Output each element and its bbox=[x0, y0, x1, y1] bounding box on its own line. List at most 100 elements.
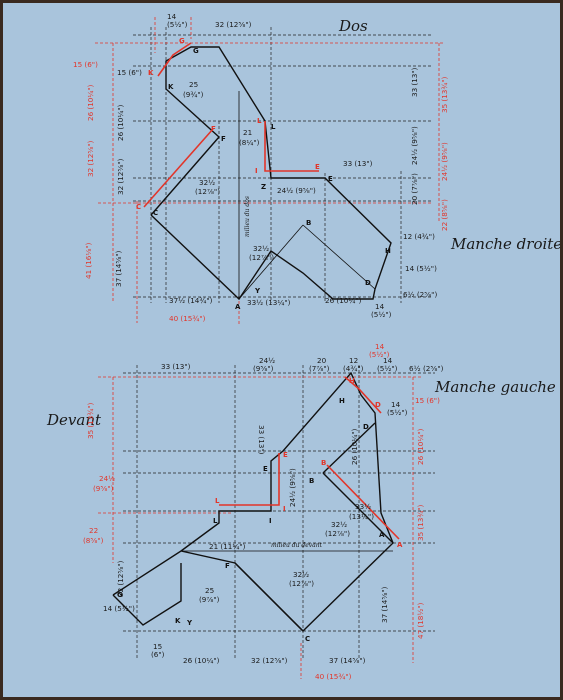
dos-pt-A: A bbox=[235, 303, 241, 311]
devant-dim-33v: 33½ bbox=[355, 502, 371, 511]
devant-dim-37-bottom: 37 (14⅝") bbox=[329, 656, 366, 665]
devant-dim-21: 21 (11¼") bbox=[209, 542, 246, 551]
devant-red-40: 40 (15¾") bbox=[315, 672, 352, 681]
dos-red-22: 22 (8⅝") bbox=[440, 199, 449, 231]
dos-red-24: 24½ (9⅝") bbox=[440, 142, 449, 181]
devant-caption-milieu: milieu du devant bbox=[271, 542, 323, 549]
title-manche-gauche: Manche gauche bbox=[434, 378, 556, 396]
title-devant: Devant bbox=[46, 411, 102, 429]
dos-dim-6: 6½ (2⅝") bbox=[403, 290, 437, 299]
dos-dim-21-inch: (8¼") bbox=[239, 138, 260, 147]
devant-pt-I: I bbox=[269, 517, 272, 525]
devant-dim-25: 25 bbox=[205, 586, 214, 595]
dos-dim-25: 25 bbox=[189, 80, 198, 89]
dos-dim-32v-inch: (12⅞") bbox=[249, 253, 274, 262]
dos-dim-25-inch: (9¾") bbox=[183, 90, 204, 99]
dos-dim-32-top: 32 (12⅝") bbox=[215, 20, 252, 29]
dos-pt-I-red: I bbox=[255, 167, 258, 175]
devant-pt-D-red: D bbox=[375, 401, 381, 409]
devant-pt-K: K bbox=[175, 617, 181, 625]
dos-pt-K: K bbox=[168, 83, 174, 91]
devant-dim-12: 12 bbox=[349, 356, 358, 365]
devant-pattern: G K Y F C A A B B D D H H E E L L I I mi… bbox=[83, 342, 444, 681]
dos-pt-C: C bbox=[153, 209, 158, 217]
dos-pt-G-red: G bbox=[179, 37, 185, 45]
devant-dim-20-inch: (7⅞") bbox=[309, 364, 330, 373]
dos-pt-G: G bbox=[193, 47, 199, 55]
dos-pattern: C C F F K K G G L L I Z E E B H D A Y mi… bbox=[73, 12, 449, 325]
dos-dim-32h-inch: (12⅞") bbox=[195, 187, 220, 196]
devant-red-22: 22 bbox=[89, 526, 98, 535]
dos-pt-B: B bbox=[306, 219, 311, 227]
devant-dim-33v-inch: (13¼") bbox=[349, 512, 374, 521]
devant-dim-37-vert: 37 (14⅝") bbox=[380, 586, 389, 623]
dos-dim-24-h: 24½ (9⅝") bbox=[277, 186, 316, 195]
title-manche-droite: Manche droite bbox=[450, 235, 560, 253]
devant-dim-32-left: 32 (12⅝") bbox=[116, 560, 125, 597]
dos-caption-milieu: milieu du dos bbox=[244, 196, 251, 237]
dos-dim-21: 21 bbox=[243, 128, 252, 137]
devant-dim-15: 15 bbox=[153, 642, 162, 651]
dos-red-26: 26 (10¼") bbox=[86, 84, 95, 121]
devant-dim-6-inch: (2⅝") bbox=[423, 364, 444, 373]
devant-red-24-inch: (9⅝") bbox=[93, 484, 114, 493]
devant-pt-B: B bbox=[309, 477, 314, 485]
devant-red-35-left: 35 (13¾") bbox=[86, 402, 95, 439]
dos-dim-33-bottom: 33½ (13¼") bbox=[247, 298, 291, 307]
dos-dim-14-inch: (5½") bbox=[167, 20, 188, 29]
devant-pt-E: E bbox=[263, 465, 268, 473]
dos-dim-37-left: 37 (14⅝") bbox=[114, 250, 123, 287]
dos-dim-37-bottom: 37½ (14¾") bbox=[169, 296, 213, 305]
dos-red-41: 41 (16⅛") bbox=[84, 242, 93, 279]
dos-dim-20-vert: 20 (7⅞") bbox=[410, 173, 419, 205]
dos-red-40: 40 (15¾") bbox=[169, 314, 206, 323]
dos-pt-F: F bbox=[221, 135, 226, 143]
devant-pt-I-red: I bbox=[283, 505, 286, 513]
dos-pt-F-red: F bbox=[211, 125, 216, 133]
devant-dim-14: 14 bbox=[383, 356, 393, 365]
devant-dim-33: 33 (13") bbox=[161, 362, 191, 371]
devant-red-24: 24½ bbox=[99, 474, 115, 483]
devant-pt-D: D bbox=[363, 423, 369, 431]
dos-dim-33-h: 33 (13") bbox=[343, 159, 373, 168]
devant-dim-24-inch: (9⅝") bbox=[253, 364, 274, 373]
dos-dim-15: 15 (6") bbox=[117, 68, 142, 77]
dos-red-32: 32 (12⅝") bbox=[86, 140, 95, 177]
dos-pt-K-red: K bbox=[148, 69, 154, 77]
devant-pt-E-red: E bbox=[283, 451, 288, 459]
devant-red-14-inch: (5½") bbox=[369, 350, 390, 359]
dos-pt-C-red: C bbox=[136, 203, 141, 211]
devant-pt-A-red: A bbox=[397, 541, 403, 549]
devant-dim-14-inch: (5½") bbox=[377, 364, 398, 373]
devant-pt-A: A bbox=[379, 531, 385, 539]
dos-dim-26-bottom: 26 (10¼") bbox=[325, 296, 362, 305]
dos-dim-14: 14 bbox=[167, 12, 177, 21]
devant-pt-G: G bbox=[117, 591, 123, 599]
dos-pt-Y: Y bbox=[254, 287, 261, 295]
devant-pt-H-red: H bbox=[349, 377, 355, 385]
dos-dim-12: 12 (4¾") bbox=[403, 232, 435, 241]
devant-dim-24: 24½ bbox=[259, 356, 275, 365]
dos-dim-14-right: 14 (5½") bbox=[405, 264, 437, 273]
dos-pt-D: D bbox=[365, 279, 371, 287]
dos-dim-24-vert: 24½ (9⅝") bbox=[410, 126, 419, 165]
dos-dim-32-left: 32 (12⅝") bbox=[116, 158, 125, 195]
dos-pt-E-red: E bbox=[315, 163, 320, 171]
title-dos: Dos bbox=[338, 17, 368, 35]
devant-red-35-right: 35 (13¾") bbox=[416, 504, 425, 541]
dos-pt-Z: Z bbox=[261, 183, 266, 191]
devant-pt-F: F bbox=[225, 562, 230, 570]
dos-dim-26: 26 (10¼") bbox=[116, 104, 125, 141]
devant-red-15: 15 (6") bbox=[415, 396, 440, 405]
devant-dim-14-left: 14 (5½") bbox=[103, 604, 135, 613]
devant-dim-32-center-inch: (12⅞") bbox=[289, 579, 314, 588]
devant-dim-33-vert: 33 (13") bbox=[257, 425, 266, 455]
devant-pt-B-red: B bbox=[321, 459, 326, 467]
devant-dim-32-right-inch: (12⅞") bbox=[325, 529, 350, 538]
devant-dim-32-right: 32½ bbox=[331, 520, 347, 529]
devant-red-14: 14 bbox=[375, 342, 385, 351]
devant-dim-32-bottom: 32 (12⅝") bbox=[251, 656, 288, 665]
devant-dim-15-inch: (6") bbox=[151, 650, 165, 659]
devant-dim-12-inch: (4¾") bbox=[343, 364, 364, 373]
